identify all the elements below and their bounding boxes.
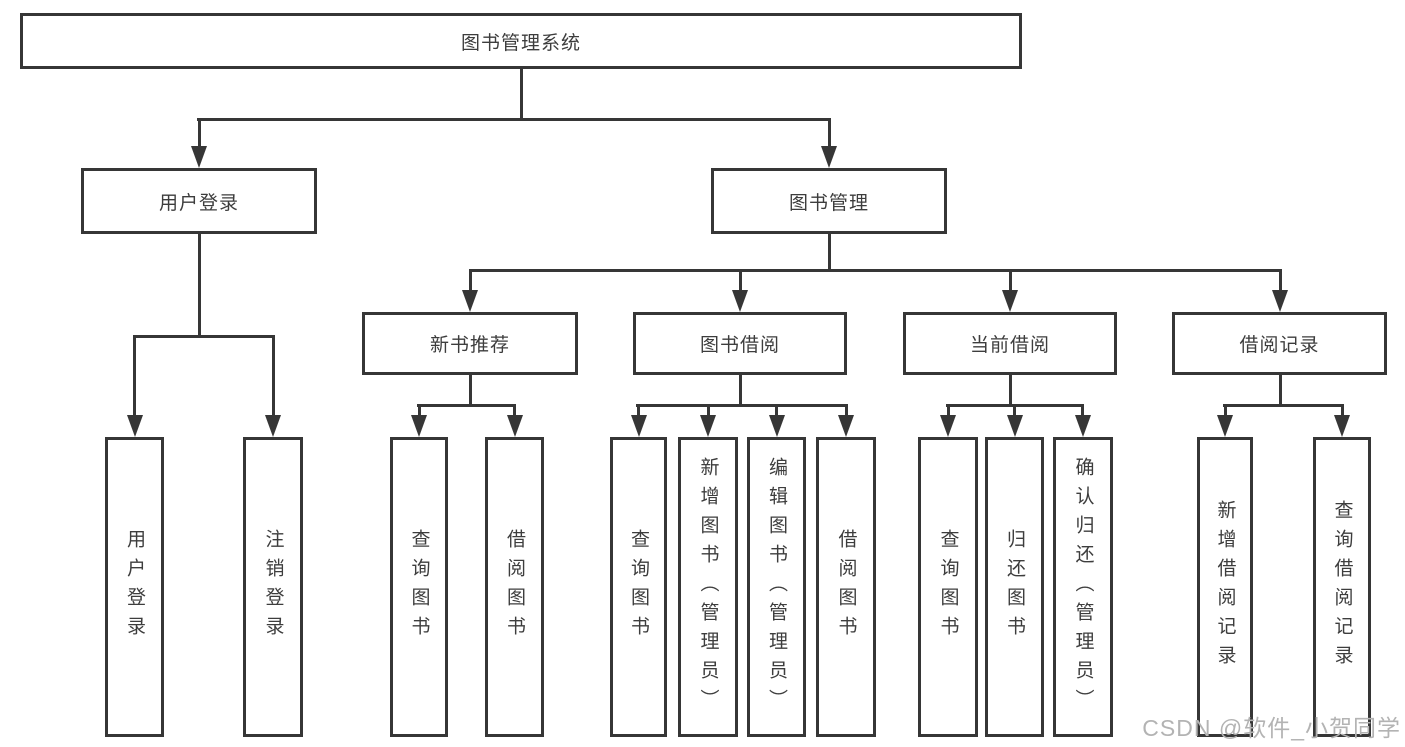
connector-new-book-split (417, 404, 516, 407)
arrow-down-icon (1334, 415, 1350, 437)
connector-root-stem (520, 68, 523, 120)
leaf-borrow-query: 查询图书 (610, 437, 667, 737)
connector-leaf-stem (1013, 404, 1016, 417)
arrow-down-icon (127, 415, 143, 437)
node-new-book-rec-label: 新书推荐 (429, 335, 510, 356)
arrow-down-icon (769, 415, 785, 437)
node-borrow-records-label: 借阅记录 (1239, 335, 1320, 356)
node-root: 图书管理系统 (20, 13, 1022, 69)
arrow-down-icon (1007, 415, 1023, 437)
leaf-borrow-edit-admin: 编辑图书（管理员） (747, 437, 806, 737)
leaf-newbook-borrow: 借阅图书 (485, 437, 544, 737)
connector-to-book-borrow (739, 269, 742, 292)
node-root-label: 图书管理系统 (460, 32, 581, 54)
connector-user-login-split (133, 335, 275, 338)
node-borrow-records: 借阅记录 (1172, 312, 1387, 375)
arrow-down-icon (732, 290, 748, 312)
node-book-borrow-label: 图书借阅 (699, 335, 780, 356)
leaf-newbook-query-label: 查询图书 (408, 529, 430, 645)
connector-leaf-stem (1224, 404, 1227, 417)
leaf-logout-label: 注销登录 (262, 529, 284, 645)
leaf-records-query-label: 查询借阅记录 (1331, 500, 1353, 674)
connector-borrow-records-split (1223, 404, 1344, 407)
arrow-down-icon (631, 415, 647, 437)
connector-to-leaf-logout (272, 335, 275, 417)
connector-leaf-stem (513, 404, 516, 417)
node-user-login-label: 用户登录 (158, 192, 239, 214)
leaf-borrow-borrow-label: 借阅图书 (835, 529, 857, 645)
leaf-logout: 注销登录 (243, 437, 303, 737)
arrow-down-icon (507, 415, 523, 437)
leaf-user-login: 用户登录 (105, 437, 164, 737)
arrow-down-icon (462, 290, 478, 312)
connector-to-book-mgmt (828, 118, 831, 148)
connector-current-borrow-stem (1009, 375, 1012, 406)
arrow-down-icon (191, 146, 207, 168)
connector-book-mgmt-stem (828, 234, 831, 271)
leaf-records-query: 查询借阅记录 (1313, 437, 1371, 737)
arrow-down-icon (411, 415, 427, 437)
arrow-down-icon (940, 415, 956, 437)
node-user-login: 用户登录 (81, 168, 317, 234)
node-new-book-rec: 新书推荐 (362, 312, 578, 375)
connector-leaf-stem (637, 404, 640, 417)
node-book-mgmt: 图书管理 (711, 168, 947, 234)
node-current-borrow-label: 当前借阅 (969, 335, 1050, 356)
leaf-records-add: 新增借阅记录 (1197, 437, 1253, 737)
leaf-current-return: 归还图书 (985, 437, 1044, 737)
connector-book-borrow-split (636, 404, 848, 407)
leaf-borrow-add-admin: 新增图书（管理员） (678, 437, 738, 737)
leaf-current-confirm-admin-label: 确认归还（管理员） (1072, 456, 1094, 718)
arrow-down-icon (1272, 290, 1288, 312)
leaf-newbook-borrow-label: 借阅图书 (504, 529, 525, 645)
leaf-newbook-query: 查询图书 (390, 437, 448, 737)
leaf-current-query-label: 查询图书 (937, 529, 959, 645)
node-book-mgmt-label: 图书管理 (788, 192, 869, 214)
connector-book-borrow-stem (739, 375, 742, 406)
connector-book-mgmt-split (469, 269, 1282, 272)
connector-leaf-stem (775, 404, 778, 417)
arrow-down-icon (1217, 415, 1233, 437)
connector-leaf-stem (947, 404, 950, 417)
connector-to-leaf-login (133, 335, 136, 417)
leaf-borrow-add-admin-label: 新增图书（管理员） (697, 456, 719, 718)
arrow-down-icon (700, 415, 716, 437)
connector-leaf-stem (1341, 404, 1344, 417)
arrow-down-icon (838, 415, 854, 437)
arrow-down-icon (265, 415, 281, 437)
leaf-borrow-borrow: 借阅图书 (816, 437, 876, 737)
connector-user-login-stem (198, 234, 201, 337)
connector-to-borrow-records (1279, 269, 1282, 292)
leaf-current-query: 查询图书 (918, 437, 978, 737)
watermark: CSDN @软件_小贺同学 (1142, 715, 1401, 741)
connector-leaf-stem (707, 404, 710, 417)
connector-borrow-records-stem (1279, 375, 1282, 406)
leaf-current-confirm-admin: 确认归还（管理员） (1053, 437, 1113, 737)
leaf-borrow-query-label: 查询图书 (628, 529, 649, 645)
connector-to-user-login (198, 118, 201, 148)
arrow-down-icon (1002, 290, 1018, 312)
connector-leaf-stem (418, 404, 421, 417)
connector-root-split (197, 118, 831, 121)
leaf-records-add-label: 新增借阅记录 (1214, 500, 1236, 674)
connector-new-book-stem (469, 375, 472, 406)
connector-to-new-book (469, 269, 472, 292)
leaf-current-return-label: 归还图书 (1004, 529, 1025, 645)
connector-leaf-stem (845, 404, 848, 417)
connector-leaf-stem (1081, 404, 1084, 417)
node-current-borrow: 当前借阅 (903, 312, 1117, 375)
leaf-user-login-label: 用户登录 (124, 529, 145, 645)
arrow-down-icon (821, 146, 837, 168)
node-book-borrow: 图书借阅 (633, 312, 847, 375)
connector-to-current-borrow (1009, 269, 1012, 292)
leaf-borrow-edit-admin-label: 编辑图书（管理员） (766, 456, 787, 718)
arrow-down-icon (1075, 415, 1091, 437)
